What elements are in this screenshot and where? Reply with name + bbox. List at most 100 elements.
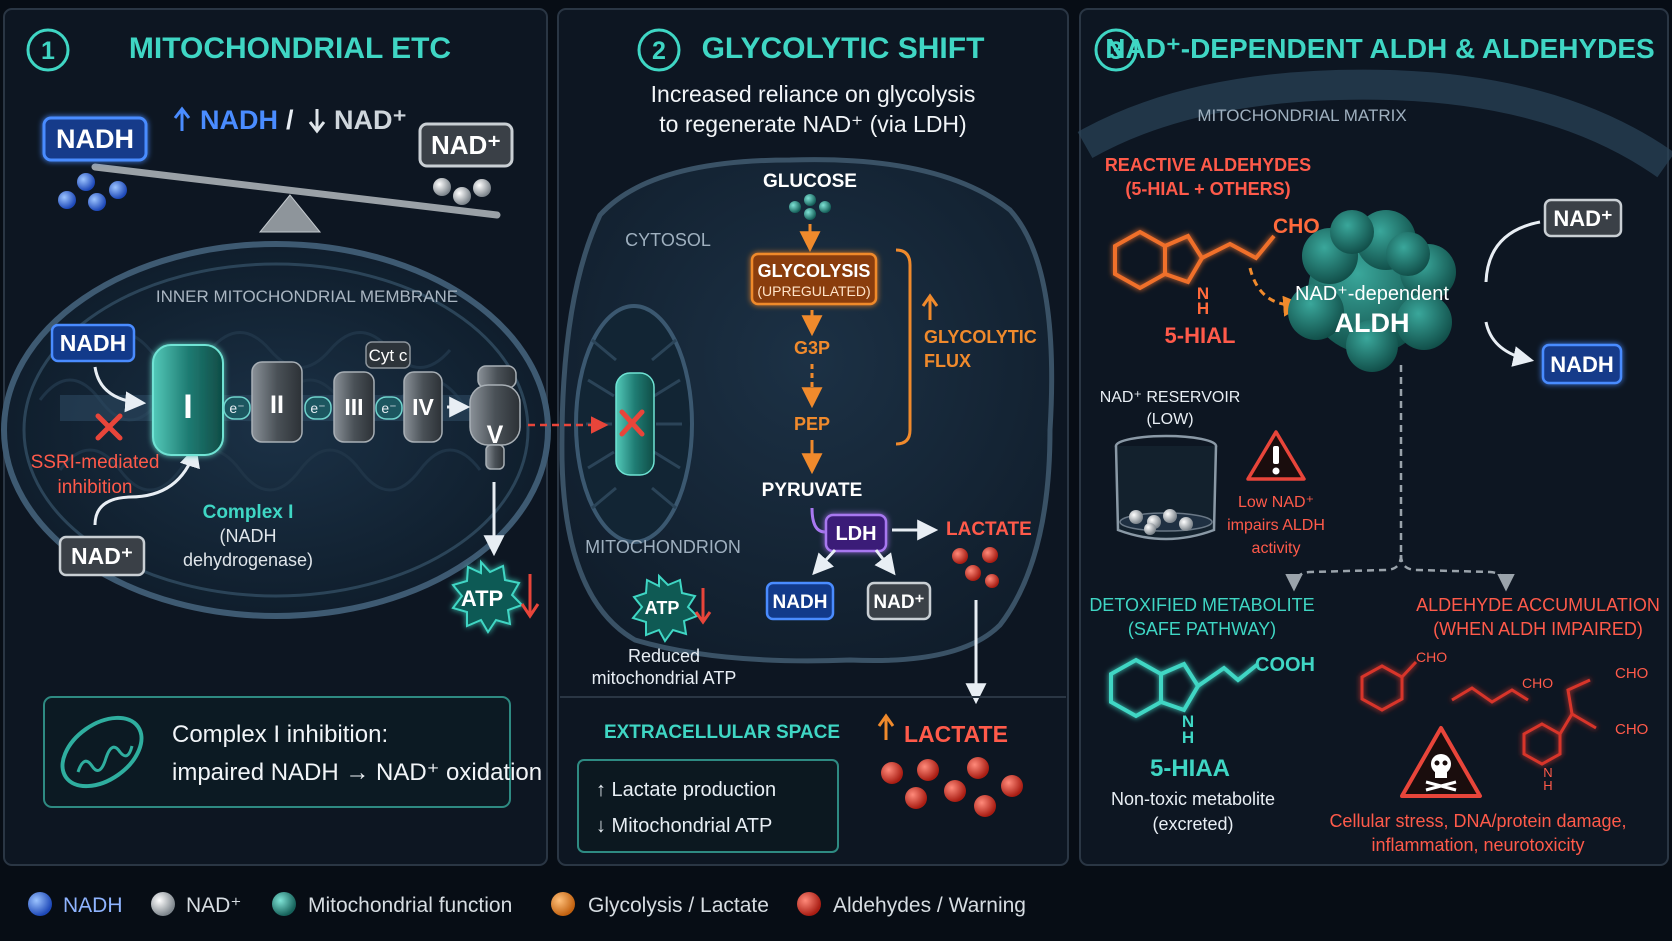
etc-nad-label: NAD⁺	[71, 543, 133, 569]
legend-mito-dot	[272, 892, 296, 916]
nad-reservoir-beaker	[1114, 434, 1218, 541]
hiaa-n: N	[1182, 712, 1194, 731]
reservoir-line1: NAD⁺ RESERVOIR	[1100, 389, 1241, 406]
legend-nadh: NADH	[63, 894, 123, 917]
atp-starburst	[451, 559, 524, 634]
inhibition-line2: inhibition	[58, 477, 133, 498]
seesaw-nadh-label: NADH	[56, 124, 134, 154]
detox-line2: (SAFE PATHWAY)	[1128, 619, 1276, 639]
panel3-number: 3	[1109, 37, 1123, 65]
panel1-atp-label: ATP	[461, 586, 503, 611]
ratio-nadh: NADH	[200, 105, 278, 135]
complex-i-name: Complex I	[203, 502, 294, 523]
reactive-line1: REACTIVE ALDEHYDES	[1105, 155, 1311, 175]
legend-aldehyde-dot	[797, 892, 821, 916]
panel2-atp-starburst	[631, 573, 699, 643]
aldehyde1-cho: CHO	[1416, 649, 1447, 665]
summary-line1: Complex I inhibition:	[172, 721, 388, 748]
aldh-enzyme	[1288, 210, 1456, 372]
cyt-c-label: Cyt c	[369, 346, 408, 365]
pyruvate-label: PYRUVATE	[762, 480, 863, 501]
panel2-title: GLYCOLYTIC SHIFT	[702, 32, 985, 65]
complex-iii-label: III	[344, 394, 363, 420]
mitochondrion-icon	[60, 715, 144, 789]
cytosol-label: CYTOSOL	[625, 230, 711, 250]
glycolysis-label: GLYCOLYSIS	[758, 261, 871, 281]
matrix-label: MITOCHONDRIAL MATRIX	[1197, 106, 1406, 125]
hial-label: 5-HIAL	[1165, 323, 1236, 348]
mito-inhibition-x-icon	[619, 409, 645, 437]
legend: NADH NAD⁺ Mitochondrial function Glycoly…	[28, 892, 1026, 917]
reactive-line2: (5-HIAL + OTHERS)	[1125, 179, 1290, 199]
up-arrow-icon	[173, 106, 191, 131]
legend-mito: Mitochondrial function	[308, 894, 512, 917]
nadh-to-complex-arrow	[93, 366, 147, 413]
warning-icon	[1246, 430, 1306, 481]
ldh-box	[824, 513, 888, 553]
ratio-nad: NAD⁺	[334, 105, 407, 135]
reduced-atp-line1: Reduced	[628, 646, 700, 666]
aldh-nad-box	[1543, 198, 1623, 238]
panel2-subtitle2: to regenerate NAD⁺ (via LDH)	[659, 111, 966, 137]
summary-line2: impaired NADH → NAD⁺ oxidation	[172, 759, 542, 786]
panel-glycolytic-shift: 2 GLYCOLYTIC SHIFT Increased reliance on…	[528, 8, 1069, 866]
g3p-label: G3P	[794, 338, 830, 358]
etc-nad-box	[58, 535, 146, 577]
complex-v-label: V	[487, 421, 504, 449]
ldh-to-nadh-arrow	[812, 548, 837, 576]
aldehyde3-cho: CHO	[1615, 665, 1648, 682]
aldehyde-structures	[1360, 660, 1597, 766]
legend-glyco-dot	[551, 892, 575, 916]
lactate-molecules	[952, 547, 999, 588]
flux-bracket	[895, 248, 912, 446]
electron-label-1: e⁻	[229, 400, 244, 416]
panel2-summary-box	[577, 759, 839, 853]
etc-nadh-label: NADH	[60, 330, 126, 356]
glyco-nadh-box	[765, 581, 835, 621]
inhibition-line1: SSRI-mediated	[31, 452, 160, 473]
panel2-subtitle1: Increased reliance on glycolysis	[651, 81, 976, 107]
aldehyde-n: N	[1543, 765, 1552, 780]
panel1-title: MITOCHONDRIAL ETC	[129, 32, 451, 65]
panel-aldh-aldehydes: 3 NAD⁺-DEPENDENT ALDH & ALDEHYDES MITOCH…	[1077, 8, 1672, 866]
complex-i-desc2: dehydrogenase)	[183, 550, 313, 570]
warning-line3: activity	[1252, 540, 1301, 557]
aldh-to-nadh-arrow	[1484, 321, 1535, 367]
glucose-label: GLUCOSE	[763, 171, 857, 192]
electron-label-3: e⁻	[381, 400, 396, 416]
ext-lactate-up-icon	[877, 713, 895, 740]
glyco-nad-box	[866, 581, 932, 621]
panel-mitochondrial-etc: 1 MITOCHONDRIAL ETC NADH / NAD⁺ NADH NAD…	[1, 8, 551, 866]
glycolysis-box	[750, 252, 878, 306]
hial-n: N	[1197, 284, 1209, 303]
panel2-number-badge	[637, 28, 681, 72]
matrix-membrane	[1077, 69, 1672, 178]
aldh-nadh-label: NADH	[1550, 352, 1614, 377]
detox-line1: DETOXIFIED METABOLITE	[1089, 595, 1314, 615]
glyco-nad-label: NAD⁺	[873, 592, 924, 613]
inhibition-x-icon	[95, 413, 123, 441]
legend-nad-dot	[151, 892, 175, 916]
membrane-label: INNER MITOCHONDRIAL MEMBRANE	[156, 287, 458, 306]
summary-atp: ↓ Mitochondrial ATP	[596, 815, 772, 837]
aldh-line1: NAD⁺-dependent	[1295, 283, 1449, 305]
aldehyde2-cho: CHO	[1522, 675, 1553, 691]
panel2-number: 2	[652, 37, 666, 65]
panel2-atp-decrease-icon	[694, 588, 712, 625]
seesaw-nad-label: NAD⁺	[431, 130, 501, 160]
accum-line2: (WHEN ALDH IMPAIRED)	[1433, 619, 1643, 639]
atp-decrease-arrow-icon	[520, 574, 540, 619]
hiaa-desc1: Non-toxic metabolite	[1111, 789, 1275, 809]
hiaa-h: H	[1182, 728, 1194, 747]
skull-crossbones-icon	[1400, 726, 1482, 798]
complex-ii-label: II	[270, 391, 284, 419]
lactate-label: LACTATE	[946, 519, 1032, 540]
legend-nad: NAD⁺	[186, 894, 241, 917]
seesaw-nadh-box	[42, 116, 148, 162]
summary-lactate: ↑ Lactate production	[596, 779, 776, 801]
panel1-summary-box	[43, 696, 511, 808]
hial-cho: CHO	[1273, 215, 1320, 238]
panel3-title: NAD⁺-DEPENDENT ALDH & ALDEHYDES	[1105, 33, 1654, 64]
seesaw-nad-box	[418, 122, 514, 168]
